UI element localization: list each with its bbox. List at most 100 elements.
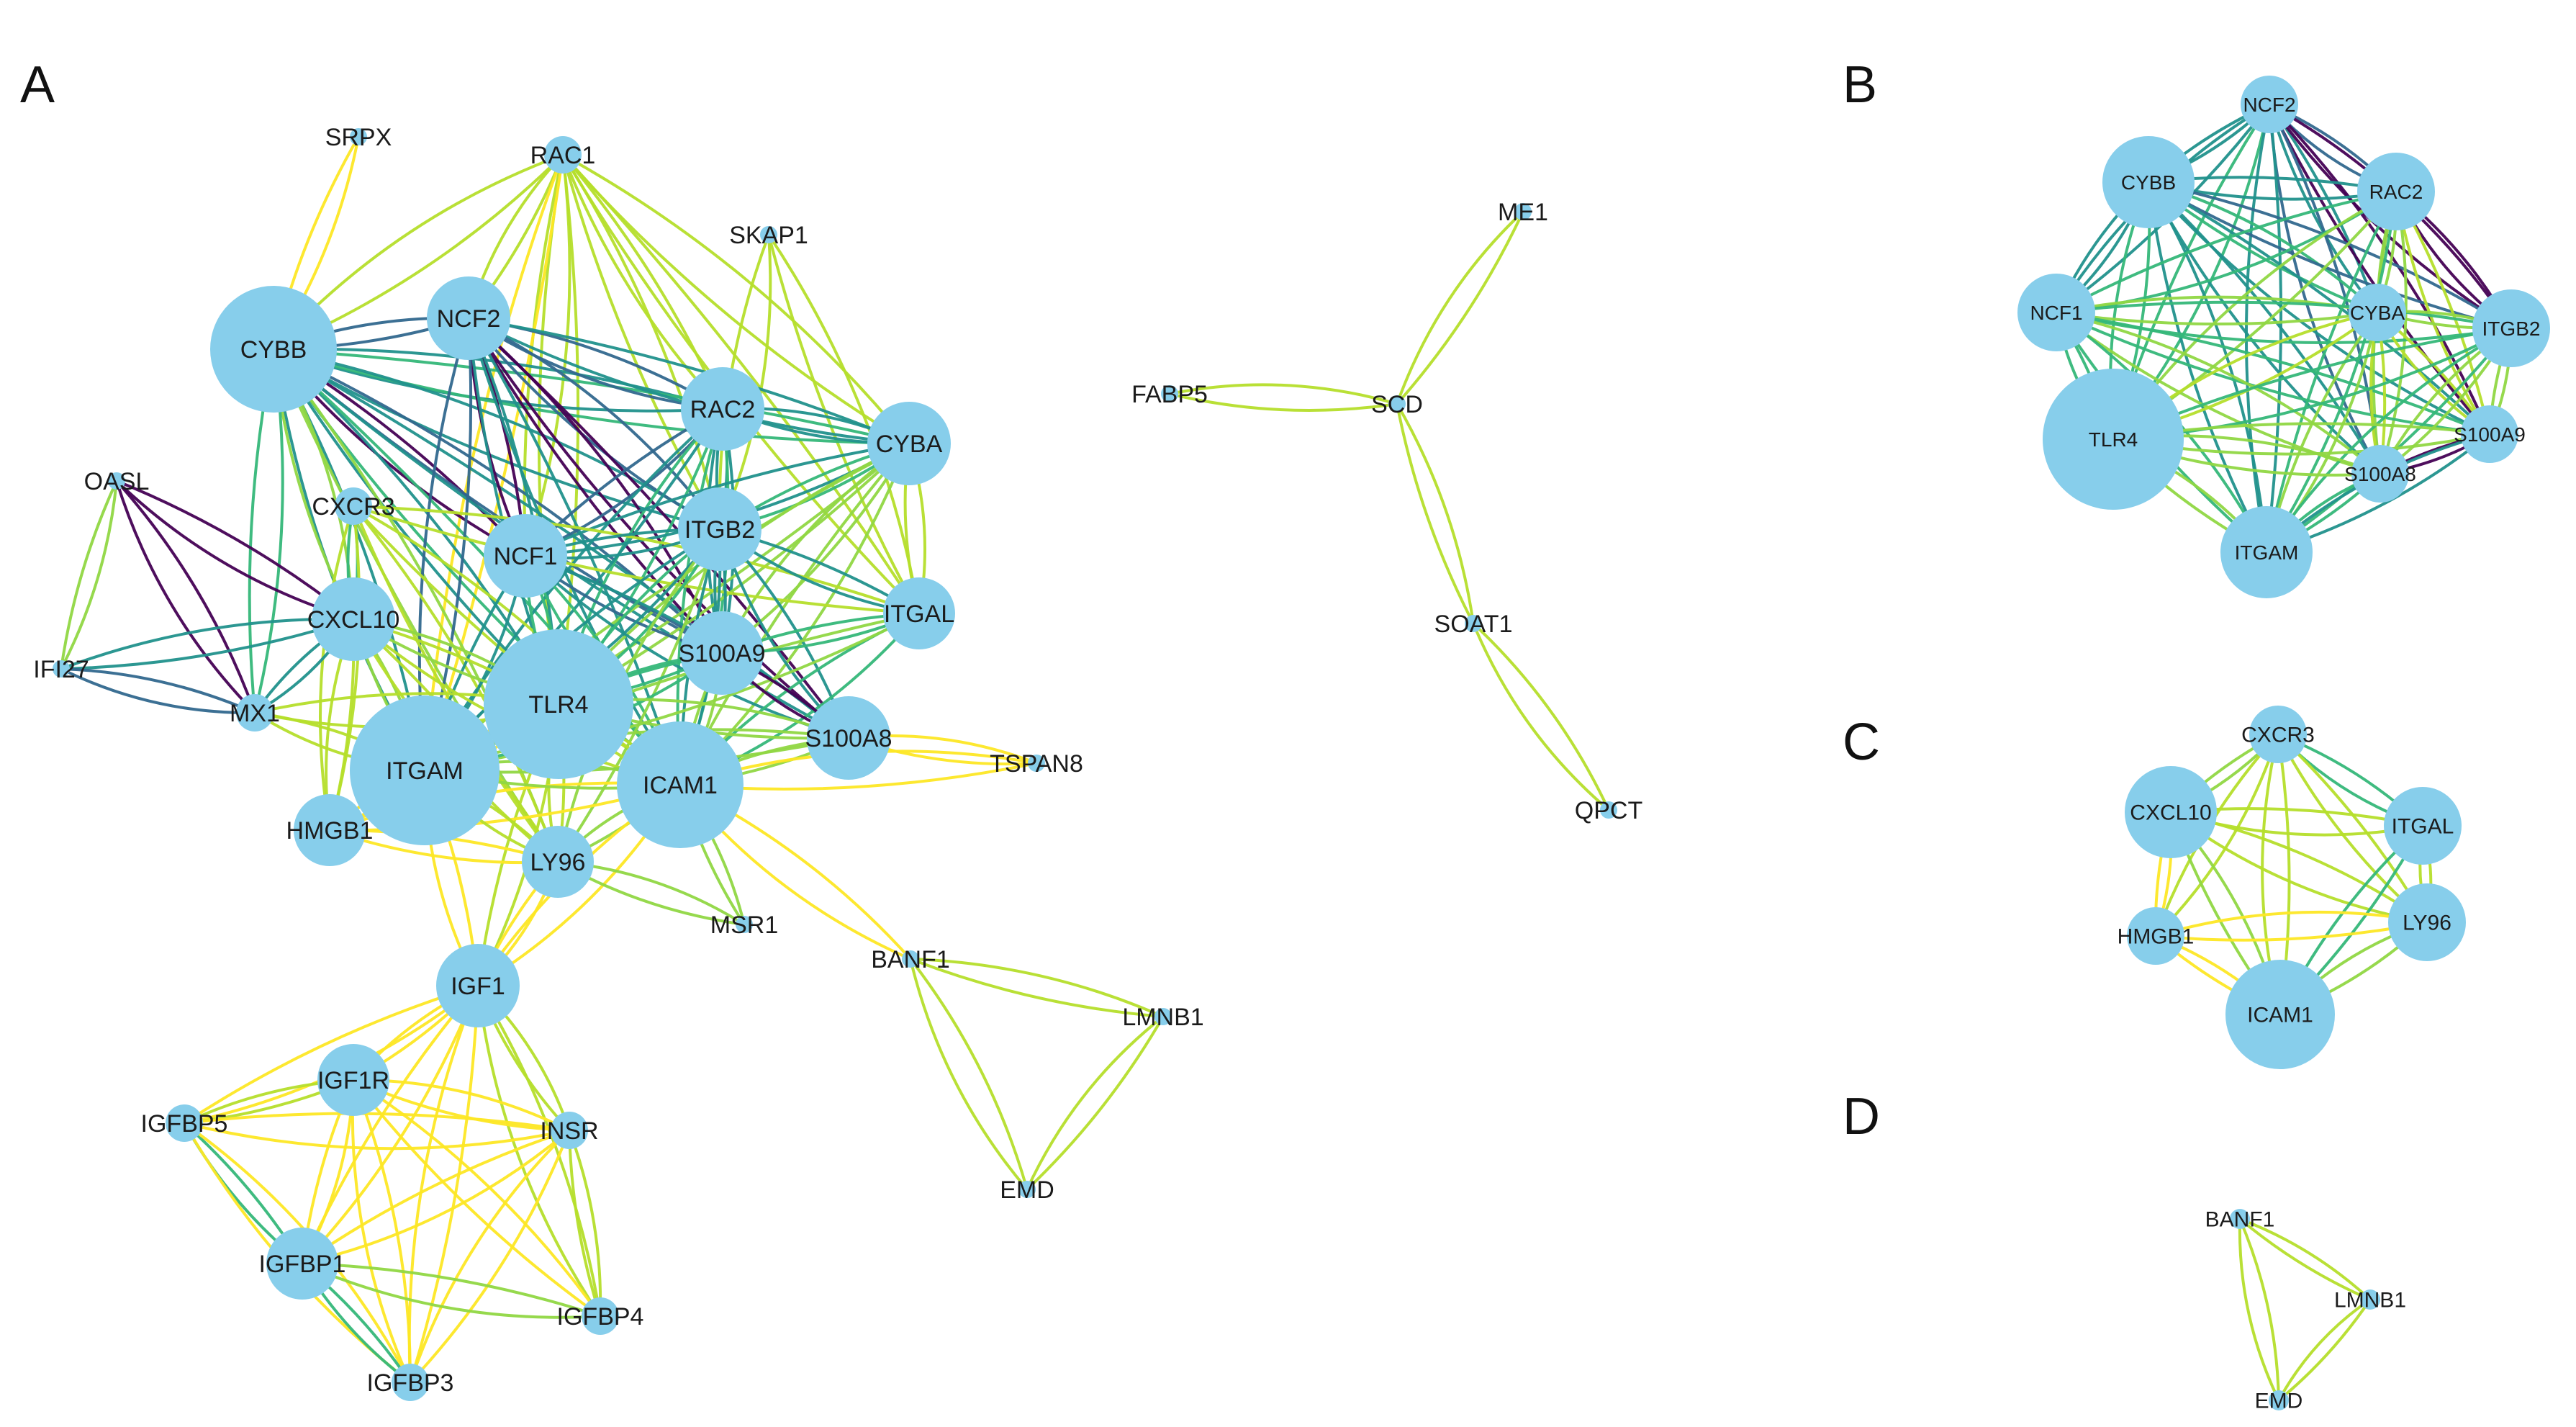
node-mx1[interactable]: MX1: [230, 694, 280, 731]
node-hmgb1[interactable]: HMGB1: [286, 794, 374, 866]
node-cyba[interactable]: CYBA: [2349, 284, 2406, 341]
node-banf1-circle: [902, 950, 919, 968]
node-tspan8-label: TSPAN8: [990, 750, 1083, 778]
edge-rac1-cyba: [561, 153, 910, 445]
node-cxcr3[interactable]: CXCR3: [2241, 706, 2315, 763]
node-itgal-label: ITGAL: [884, 600, 954, 628]
node-ncf1[interactable]: NCF1: [2017, 274, 2095, 351]
node-cxcr3[interactable]: CXCR3: [312, 487, 395, 525]
node-itgam[interactable]: ITGAM: [2220, 506, 2313, 598]
node-cybb-label: CYBB: [2121, 171, 2176, 194]
node-rac2[interactable]: RAC2: [681, 367, 764, 451]
node-itgb2[interactable]: ITGB2: [2472, 289, 2550, 367]
panel-d-label: D: [1843, 1088, 1880, 1145]
node-tspan8[interactable]: TSPAN8: [990, 750, 1083, 778]
edge-igf1-igfbp4: [476, 984, 602, 1318]
node-me1[interactable]: ME1: [1498, 199, 1548, 226]
edge-cybb-cyba: [272, 348, 910, 445]
node-cybb[interactable]: CYBB: [210, 286, 337, 413]
node-igfbp1[interactable]: IGFBP1: [259, 1228, 346, 1300]
edge-scd-soat1: [1396, 402, 1475, 625]
edge-igfbp1-igfbp4: [301, 1262, 602, 1319]
node-rac1[interactable]: RAC1: [530, 136, 596, 174]
node-itgam-label: ITGAM: [2235, 541, 2299, 564]
node-itgb2[interactable]: ITGB2: [678, 487, 761, 571]
node-srpx-label: SRPX: [325, 124, 392, 151]
edge-hmgb1-ly96: [2154, 910, 2428, 937]
node-cyba-circle: [2349, 284, 2406, 341]
edge-cybb-cyba: [272, 348, 910, 445]
node-cxcl10[interactable]: CXCL10: [307, 577, 400, 661]
node-s100a8[interactable]: S100A8: [805, 696, 892, 780]
node-itgal[interactable]: ITGAL: [2384, 787, 2462, 865]
node-igfbp4[interactable]: IGFBP4: [557, 1297, 644, 1335]
node-ncf1[interactable]: NCF1: [484, 514, 567, 598]
node-ncf2[interactable]: NCF2: [427, 276, 510, 360]
edge-igf1-igfbp3: [409, 984, 479, 1384]
node-oasl-label: OASL: [84, 468, 150, 495]
node-icam1-label: ICAM1: [643, 772, 718, 799]
node-cybb[interactable]: CYBB: [2102, 136, 2195, 228]
node-srpx[interactable]: SRPX: [325, 124, 392, 151]
edge-igfbp1-igfbp4: [301, 1262, 602, 1318]
node-cxcl10-label: CXCL10: [2130, 801, 2211, 825]
node-ncf2-circle: [427, 276, 510, 360]
node-s100a9[interactable]: S100A9: [679, 611, 766, 695]
node-itgam[interactable]: ITGAM: [350, 696, 500, 845]
node-tlr4[interactable]: TLR4: [2043, 369, 2184, 510]
node-s100a8[interactable]: S100A8: [2344, 445, 2416, 503]
node-ifi27[interactable]: IFI27: [33, 656, 89, 683]
node-emd[interactable]: EMD: [2255, 1390, 2303, 1413]
node-itgb2-label: ITGB2: [684, 516, 755, 544]
node-icam1[interactable]: ICAM1: [617, 721, 744, 848]
node-skap1[interactable]: SKAP1: [729, 222, 808, 249]
node-msr1[interactable]: MSR1: [710, 911, 778, 939]
node-cxcl10[interactable]: CXCL10: [2125, 766, 2217, 858]
node-lmnb1[interactable]: LMNB1: [2334, 1289, 2406, 1313]
edge-igf1r-igfbp3: [351, 1079, 412, 1384]
node-fabp5[interactable]: FABP5: [1131, 381, 1208, 408]
edge-igf1r-igfbp3: [352, 1079, 412, 1384]
node-qpct[interactable]: QPCT: [1575, 797, 1642, 824]
node-oasl[interactable]: OASL: [84, 468, 150, 495]
node-ifi27-label: IFI27: [33, 656, 89, 683]
node-lmnb1-label: LMNB1: [2334, 1289, 2406, 1313]
node-cyba-circle: [867, 402, 951, 485]
node-tlr4[interactable]: TLR4: [484, 629, 633, 779]
node-insr[interactable]: INSR: [540, 1112, 599, 1149]
node-igfbp3[interactable]: IGFBP3: [367, 1364, 454, 1401]
node-cxcr3-label: CXCR3: [312, 493, 394, 521]
node-soat1[interactable]: SOAT1: [1434, 611, 1513, 638]
node-itgal[interactable]: ITGAL: [883, 577, 955, 649]
node-icam1[interactable]: ICAM1: [2225, 960, 2335, 1069]
node-itgal-label: ITGAL: [2392, 815, 2454, 839]
edge-scd-me1: [1396, 210, 1524, 405]
edge-banf1-lmnb1: [2238, 1217, 2372, 1301]
node-tlr4-label: TLR4: [2089, 428, 2138, 451]
node-banf1[interactable]: BANF1: [2205, 1208, 2275, 1232]
node-emd[interactable]: EMD: [1000, 1176, 1054, 1204]
node-cyba[interactable]: CYBA: [867, 402, 951, 485]
node-igfbp5[interactable]: IGFBP5: [141, 1104, 228, 1142]
edge-banf1-emd: [2238, 1217, 2280, 1402]
node-rac2[interactable]: RAC2: [2357, 153, 2435, 230]
node-ifi27-circle: [53, 660, 70, 678]
edge-banf1-emd: [909, 958, 1029, 1191]
node-ly96[interactable]: LY96: [2388, 883, 2466, 961]
node-scd[interactable]: SCD: [1371, 391, 1423, 418]
node-ncf2-label: NCF2: [2243, 94, 2295, 116]
node-banf1[interactable]: BANF1: [871, 946, 950, 973]
node-igf1[interactable]: IGF1: [436, 944, 520, 1027]
node-lmnb1[interactable]: LMNB1: [1122, 1004, 1203, 1031]
node-ly96[interactable]: LY96: [522, 826, 594, 898]
edge-igf1-igfbp1: [301, 984, 479, 1265]
node-hmgb1[interactable]: HMGB1: [2118, 907, 2195, 965]
edge-ncf2-itgb2: [2268, 103, 2513, 330]
node-s100a9-circle: [2461, 405, 2518, 463]
node-ly96-label: LY96: [530, 849, 586, 876]
node-igf1r[interactable]: IGF1R: [317, 1044, 389, 1116]
node-itgal-circle: [2384, 787, 2462, 865]
node-ncf2[interactable]: NCF2: [2241, 76, 2298, 133]
node-itgb2-label: ITGB2: [2482, 318, 2541, 340]
node-s100a9[interactable]: S100A9: [2454, 405, 2526, 463]
